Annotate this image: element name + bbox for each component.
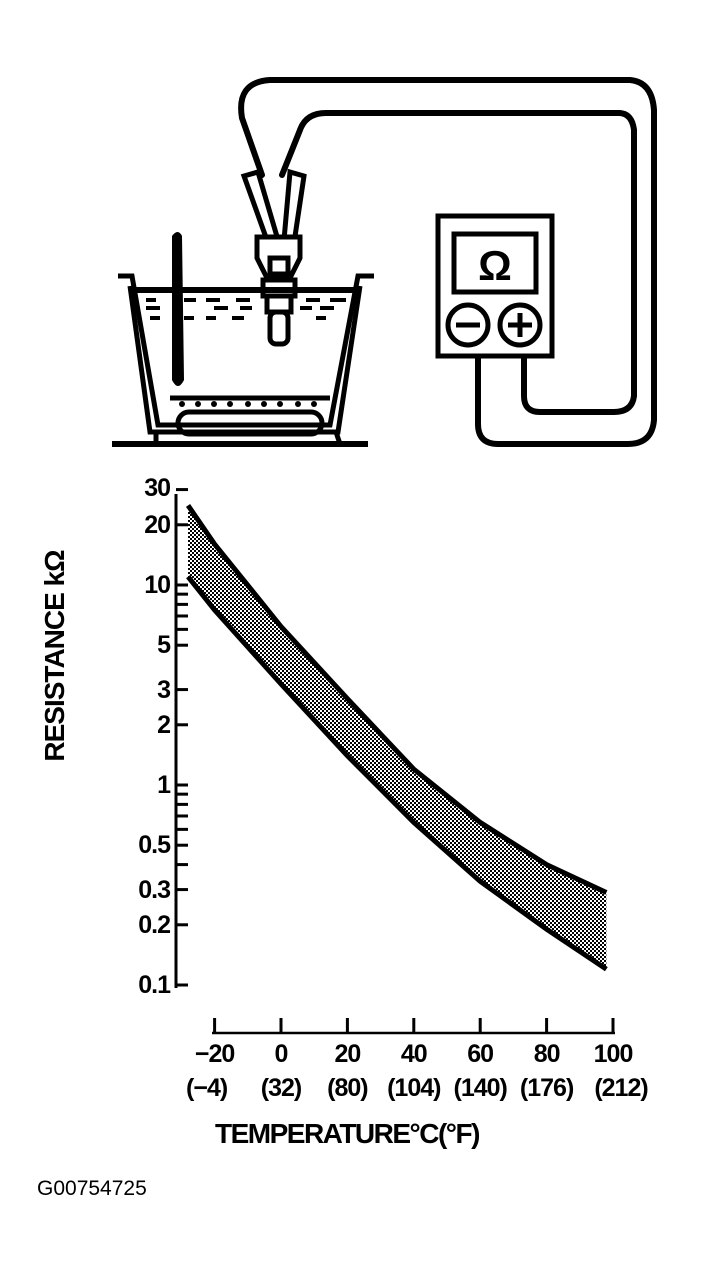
y-axis-label: RESISTANCE kΩ [39, 550, 70, 762]
lower-limit-curve [186, 575, 608, 972]
x-tick-label-celsius: 100 [593, 1040, 634, 1068]
resistance-tolerance-band [188, 505, 607, 970]
x-tick-label-celsius: 0 [274, 1040, 289, 1068]
x-tick-label-celsius: 60 [467, 1040, 494, 1068]
y-tick-label: 0.1 [138, 971, 171, 999]
x-tick-label-fahrenheit: (140) [453, 1074, 508, 1102]
y-tick-label: 0.2 [138, 910, 171, 939]
wire-inner [279, 110, 637, 415]
y-tick-label: 20 [144, 510, 171, 539]
y-tick-label: 30 [144, 473, 171, 502]
y-tick-label: 0.5 [138, 831, 171, 860]
x-tick-label-fahrenheit: (104) [387, 1074, 441, 1102]
figure-id-label: G00754725 [37, 1177, 147, 1200]
burner-flames [179, 401, 317, 407]
water-surface-dashes [146, 298, 346, 320]
x-axis-ticks [213, 1018, 615, 1033]
ohm-symbol: Ω [478, 242, 512, 289]
x-tick-label-fahrenheit: (176) [519, 1074, 574, 1102]
y-tick-label: 3 [157, 675, 171, 704]
test-setup-illustration: Ω [112, 77, 657, 447]
burner-stand [112, 395, 368, 447]
x-tick-label-celsius: −20 [194, 1040, 235, 1068]
y-tick-label: 0.3 [138, 875, 171, 904]
meter-terminals [456, 313, 532, 337]
y-tick-label: 5 [157, 631, 171, 660]
test-probes [240, 168, 307, 247]
y-tick-label: 2 [157, 710, 171, 739]
x-tick-label-fahrenheit: (32) [260, 1074, 302, 1102]
ohmmeter [435, 213, 555, 359]
wire-outer [238, 77, 657, 447]
x-axis-label: TEMPERATURE°C(°F) [215, 1118, 480, 1149]
x-tick-label-celsius: 80 [533, 1040, 561, 1068]
y-tick-label: 1 [157, 771, 171, 799]
thermometer [172, 232, 184, 386]
x-tick-label-fahrenheit: (212) [594, 1074, 648, 1102]
x-tick-label-fahrenheit: (80) [327, 1074, 368, 1102]
x-tick-label-fahrenheit: (−4) [186, 1074, 228, 1102]
upper-limit-curve [185, 503, 608, 895]
x-tick-label-celsius: 20 [334, 1040, 361, 1068]
x-tick-label-celsius: 40 [400, 1040, 428, 1068]
y-tick-label: 10 [144, 571, 171, 599]
y-axis-ticks [176, 488, 188, 987]
